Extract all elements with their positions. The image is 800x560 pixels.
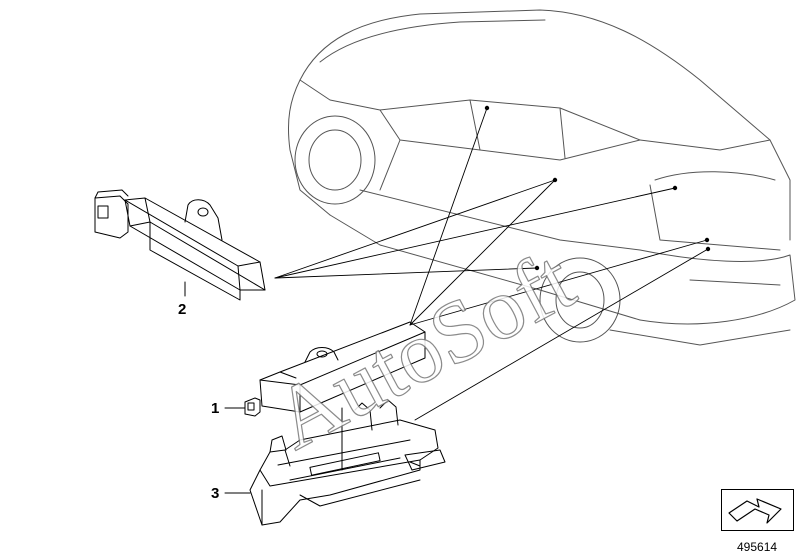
watermark-logo: AutoSoft	[258, 231, 590, 469]
vehicle-outline	[287, 9, 796, 346]
callout-lines	[184, 281, 251, 494]
watermark-text: AutoSoft	[259, 232, 589, 469]
callout-part-2: 2	[178, 301, 187, 318]
diagram-reference-number: 495614	[737, 540, 778, 554]
arrow-reference-icon	[721, 489, 794, 531]
part-1-antenna	[244, 321, 426, 471]
part-2-antenna	[94, 189, 266, 301]
callout-part-3: 3	[211, 485, 220, 502]
callout-part-1: 1	[211, 400, 220, 417]
part-3-bracket	[249, 399, 446, 526]
leader-lines	[274, 107, 709, 421]
